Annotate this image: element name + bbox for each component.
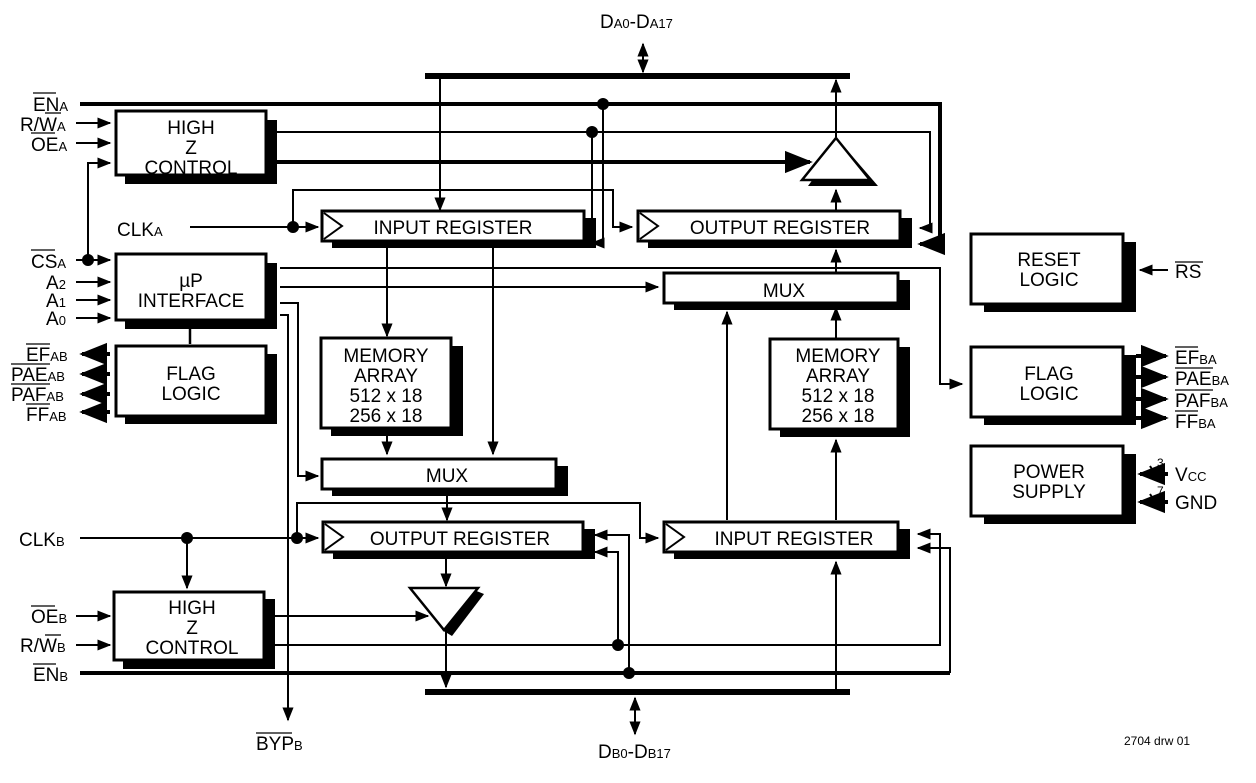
block-label: HIGH [168,598,216,619]
drawing-id: 2704 drw 01 [1124,734,1190,748]
block-label: ARRAY [806,366,870,387]
input-register-a-block: INPUT REGISTER [320,209,596,248]
gnd-pin-count: 7 [1157,484,1164,498]
wires-b [76,264,1169,689]
output-register-a-block: OUTPUT REGISTER [636,209,912,248]
memory-array-a-block: MEMORY ARRAY 512 x 18 256 x 18 [319,336,463,436]
block-label: INTERFACE [138,291,245,312]
block-label: 512 x 18 [350,386,423,407]
signal-clk-b: CLKB [19,530,65,551]
signal-byp-b: BYPB [256,734,303,755]
left-signal-labels: ENA R/WA OEA CLKA CSA A2 A1 A0 EFAB PAEA… [11,92,303,755]
block-label: RESET [1017,250,1081,271]
clock-triangle-icon [639,212,660,240]
clock-triangle-icon [323,212,344,240]
signal-ef-ab: EFAB [26,345,68,366]
signal-pae-ba: PAEBA [1175,369,1229,390]
high-z-control-b-block: HIGH Z CONTROL [112,590,275,669]
block-label: OUTPUT REGISTER [370,529,550,550]
block-label: INPUT REGISTER [373,218,532,239]
signal-a2: A2 [46,273,66,294]
clock-triangle-icon [324,523,345,551]
output-register-b-block: OUTPUT REGISTER [321,520,595,559]
block-label: MUX [763,281,806,302]
block-label: 512 x 18 [802,386,875,407]
bus-b: DB0-DB17 [425,689,850,763]
signal-oe-b: OEB [31,607,67,628]
wires-a [76,78,964,722]
power-supply-block: POWER SUPPLY [969,444,1136,524]
bus-a: DA0-DA17 [425,12,850,79]
block-label: INPUT REGISTER [714,529,873,550]
block-label: LOGIC [1019,270,1078,291]
block-label: MEMORY [795,346,880,367]
right-signal-labels: RS EFBA PAEBA PAFBA FFBA 3 VCC 7 GND [1157,261,1229,514]
block-label: LOGIC [1019,384,1078,405]
signal-paf-ab: PAFAB [11,385,64,406]
tristate-buffer-b-icon [407,586,484,636]
signal-vcc: VCC [1175,465,1206,486]
block-label: Z [186,618,198,639]
signal-en-b: ENB [33,665,68,686]
high-z-control-a-block: HIGH Z CONTROL [114,109,277,184]
block-label: MEMORY [343,346,428,367]
block-label: CONTROL [145,158,238,179]
block-label: 256 x 18 [802,406,875,427]
block-label: POWER [1013,462,1085,483]
mux-b-block: MUX [662,271,910,310]
block-label: MUX [426,466,469,487]
signal-gnd: GND [1175,493,1217,514]
block-label: FLAG [1024,364,1074,385]
block-label: Z [185,138,197,159]
up-interface-block: µP INTERFACE [114,252,277,329]
vcc-pin-count: 3 [1157,456,1164,470]
flag-logic-ab-block: FLAG LOGIC [114,344,277,424]
block-label: CONTROL [146,638,239,659]
block-label: ARRAY [354,366,418,387]
signal-rw-b: R/WB [20,636,66,657]
signal-a1: A1 [46,291,66,312]
signal-rw-a: R/WA [20,115,66,136]
signal-clk-a: CLKA [117,220,163,241]
reset-logic-block: RESET LOGIC [969,232,1136,312]
signal-ff-ba: FFBA [1175,412,1216,433]
memory-array-b-block: MEMORY ARRAY 512 x 18 256 x 18 [768,337,910,437]
clock-triangle-icon [665,523,686,551]
signal-rs: RS [1175,262,1201,283]
flag-logic-ba-block: FLAG LOGIC [969,345,1136,425]
signal-oe-a: OEA [31,135,67,156]
block-label: µP [179,271,203,292]
block-label: HIGH [167,118,215,139]
bus-a-label: DA0-DA17 [600,12,673,33]
block-label: LOGIC [161,384,220,405]
block-label: SUPPLY [1012,482,1086,503]
signal-a0: A0 [46,309,66,330]
signal-cs-a: CSA [31,252,66,273]
mux-a-block: MUX [320,457,568,496]
input-register-b-block: INPUT REGISTER [662,520,910,559]
signal-en-a: ENA [33,95,68,116]
block-label: OUTPUT REGISTER [690,218,870,239]
signal-ff-ab: FFAB [26,405,67,426]
signal-paf-ba: PAFBA [1175,391,1228,412]
block-label: 256 x 18 [350,406,423,427]
signal-ef-ba: EFBA [1175,348,1217,369]
tristate-buffer-a-icon [799,136,878,186]
signal-pae-ab: PAEAB [11,365,65,386]
bus-b-label: DB0-DB17 [598,742,671,763]
block-label: FLAG [166,364,216,385]
